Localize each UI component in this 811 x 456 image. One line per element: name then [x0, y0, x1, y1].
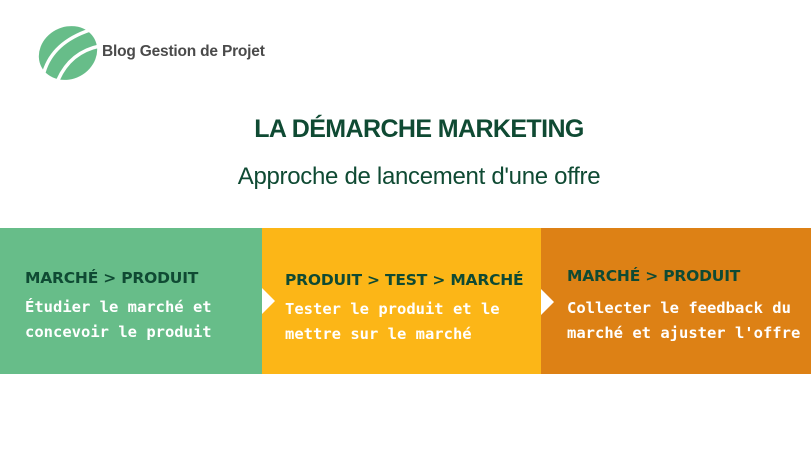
step-description-line: Tester le produit et le [285, 300, 500, 318]
step-description-line: Collecter le feedback du [567, 299, 791, 317]
step-heading: MARCHÉ > PRODUIT [25, 269, 199, 287]
page-subtitle: Approche de lancement d'une offre [237, 163, 601, 190]
arrow-right-icon [541, 289, 554, 315]
step-description-line: marché et ajuster l'offre [567, 324, 801, 342]
step-description: Tester le produit et le mettre sur le ma… [285, 297, 500, 347]
page-title: LA DÉMARCHE MARKETING [254, 115, 584, 143]
step-description: Collecter le feedback du marché et ajust… [567, 296, 800, 346]
step-product-test-market: PRODUIT > TEST > MARCHÉ Tester le produi… [262, 228, 541, 374]
brand-name: Blog Gestion de Projet [102, 43, 265, 60]
step-description-line: mettre sur le marché [285, 325, 472, 343]
step-market-to-product-feedback: MARCHÉ > PRODUIT Collecter le feedback d… [541, 228, 811, 374]
step-description-line: concevoir le produit [25, 323, 212, 341]
brand-logo: Blog Gestion de Projet [36, 22, 265, 82]
step-description: Étudier le marché et concevoir le produi… [25, 295, 212, 345]
arrow-right-icon [262, 288, 275, 314]
step-heading: PRODUIT > TEST > MARCHÉ [285, 271, 524, 289]
leaf-logo-icon [38, 26, 100, 82]
step-market-to-product: MARCHÉ > PRODUIT Étudier le marché et co… [0, 228, 262, 374]
step-description-line: Étudier le marché et [25, 298, 212, 316]
step-heading: MARCHÉ > PRODUIT [567, 267, 741, 285]
